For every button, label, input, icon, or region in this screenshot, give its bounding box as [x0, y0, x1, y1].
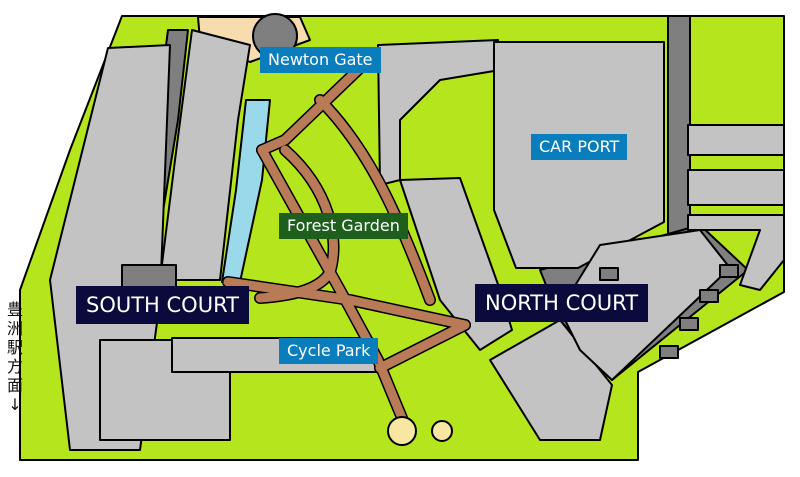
toyosu-station-direction: 豊 洲 駅 方 面 ↓	[4, 300, 26, 414]
annex-5	[719, 264, 739, 278]
annex-3	[679, 317, 699, 331]
north-court-label[interactable]: NORTH COURT	[475, 284, 649, 322]
side-char-1: 豊	[6, 300, 23, 319]
east-building-low	[687, 214, 785, 291]
east-building-top	[687, 124, 785, 156]
down-arrow-icon: ↓	[8, 395, 22, 414]
side-char-5: 面	[6, 376, 23, 395]
cycle-park-label[interactable]: Cycle Park	[279, 338, 379, 364]
annex-2	[699, 289, 719, 303]
car-port-label[interactable]: CAR PORT	[531, 134, 628, 160]
south-court-label[interactable]: SOUTH COURT	[76, 286, 249, 324]
east-building-mid	[687, 169, 785, 206]
corridor-east	[667, 15, 691, 241]
pavilion-large	[387, 416, 417, 446]
forest-garden-label[interactable]: Forest Garden	[279, 213, 408, 239]
newton-gate-label[interactable]: Newton Gate	[260, 47, 381, 73]
side-char-2: 洲	[6, 319, 23, 338]
annex-4	[659, 345, 679, 359]
side-char-3: 駅	[6, 338, 23, 357]
pavilion-small	[431, 420, 453, 442]
south-building-mid	[159, 29, 251, 281]
side-char-4: 方	[6, 357, 23, 376]
annex-1	[599, 267, 619, 281]
